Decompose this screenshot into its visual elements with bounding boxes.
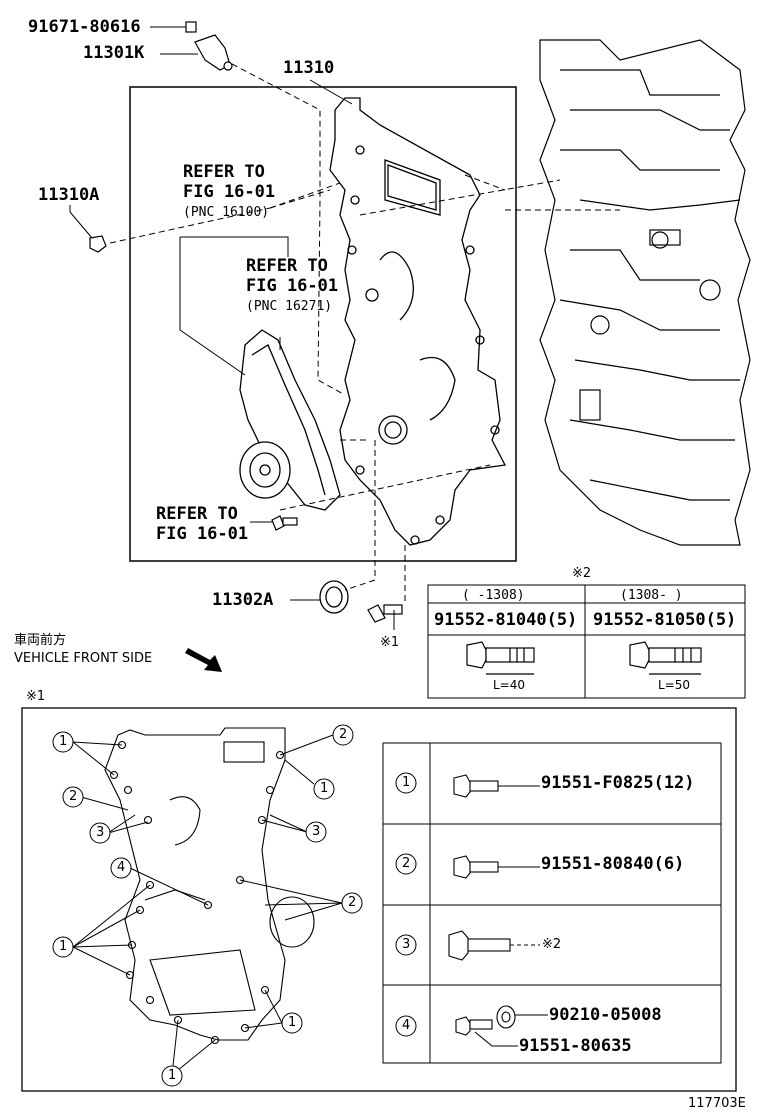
refer-3-line1: REFER TO (156, 504, 238, 524)
legend-num-2: 2 (402, 856, 411, 871)
pump-bolt (271, 515, 298, 531)
marker-note-2: ※2 (572, 566, 592, 581)
refer-3-line2: FIG 16-01 (156, 524, 249, 544)
bolt-L40-drawing (466, 641, 535, 675)
bolt-col2-period: (1308- ) (620, 588, 683, 603)
bolt-col2-part: 91552-81050(5) (593, 610, 737, 630)
detail-num-1e: 1 (168, 1068, 177, 1083)
bolt-L50-drawing (629, 641, 702, 675)
callout-91671-80616: 91671-80616 (28, 17, 141, 37)
bolt-col2-length: L=50 (658, 678, 691, 692)
front-arrow (185, 648, 222, 672)
bolt-length-table (427, 584, 746, 699)
bolt-col1-length: L=40 (493, 678, 526, 692)
detail-frame (21, 707, 737, 1092)
legend-part-4b: 91551-80635 (519, 1036, 632, 1056)
bolt-col1-part: 91552-81040(5) (434, 610, 578, 630)
detail-num-2b: 2 (69, 789, 78, 804)
oil-seal (319, 580, 349, 614)
refer-2-line2: FIG 16-01 (246, 276, 339, 296)
legend-part-4a: 90210-05008 (549, 1005, 662, 1025)
refer-1-line3: (PNC 16100) (183, 205, 270, 220)
legend-part-3: ※2 (542, 937, 562, 952)
legend-num-3: 3 (402, 937, 411, 952)
legend-part-1: 91551-F0825(12) (541, 773, 695, 793)
detail-number-circles (52, 724, 363, 1087)
callout-11310: 11310 (283, 58, 335, 78)
legend-part-2: 91551-80840(6) (541, 854, 685, 874)
detail-num-3b: 3 (312, 824, 321, 839)
callout-11301k: 11301K (83, 43, 145, 63)
engine-block (539, 39, 751, 546)
detail-num-1d: 1 (288, 1015, 297, 1030)
detail-cover (104, 727, 315, 1045)
legend-num-1: 1 (402, 775, 411, 790)
timing-cover (329, 97, 506, 546)
flange-bolt (367, 604, 403, 623)
vehicle-front-en: VEHICLE FRONT SIDE (14, 651, 153, 666)
cam-sensor (185, 21, 233, 71)
legend-bolt-drawings (448, 774, 548, 1047)
detail-num-3a: 3 (96, 825, 105, 840)
detail-num-2c: 2 (348, 895, 357, 910)
footer-code: 117703E (688, 1096, 746, 1111)
detail-num-4: 4 (117, 860, 126, 875)
bolt-col1-period: ( -1308) (462, 588, 525, 603)
detail-num-1c: 1 (59, 939, 68, 954)
callout-11302a: 11302A (212, 590, 274, 610)
vehicle-front-jp: 車両前方 (14, 633, 67, 648)
refer-1-line2: FIG 16-01 (183, 182, 276, 202)
detail-num-1b: 1 (320, 781, 329, 796)
marker-detail-note-1: ※1 (26, 689, 46, 704)
callout-11310a: 11310A (38, 185, 100, 205)
refer-2-line3: (PNC 16271) (246, 299, 333, 314)
refer-2-line1: REFER TO (246, 256, 328, 276)
legend-table (382, 742, 722, 1064)
refer-1-line1: REFER TO (183, 162, 265, 182)
legend-num-4: 4 (402, 1018, 411, 1033)
marker-bolt-note-1: ※1 (380, 635, 400, 650)
detail-num-1a: 1 (59, 734, 68, 749)
detail-num-2a: 2 (339, 727, 348, 742)
stud-nut (89, 235, 107, 253)
water-pump (239, 329, 341, 511)
